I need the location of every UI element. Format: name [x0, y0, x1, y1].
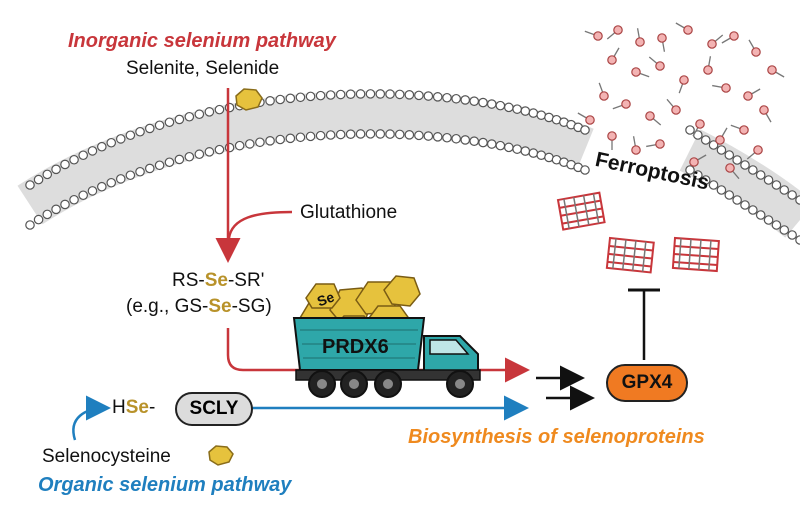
selenotrisulfide-formula: RS-Se-SR'	[172, 270, 265, 291]
selenium-nugget-icon	[235, 88, 263, 111]
selenium-nugget-icon	[208, 445, 234, 466]
inhibition-arrow	[628, 288, 660, 360]
glutathione-label: Glutathione	[300, 202, 398, 223]
inorganic-source-label: Selenite, Selenide	[126, 58, 280, 79]
organic-pathway-title: Organic selenium pathway	[38, 474, 292, 496]
hse-formula: HSe-	[112, 397, 156, 418]
truck-wheels	[308, 370, 474, 398]
glutathione-arrow	[227, 210, 293, 239]
selenocysteine-arrow	[72, 395, 111, 441]
gpx4-badge: GPX4	[606, 364, 688, 402]
lipid-peroxide-fragments	[556, 191, 720, 274]
glutathione-example-formula: (e.g., GS-Se-SG)	[126, 296, 272, 317]
biosynthesis-label: Biosynthesis of selenoproteins	[408, 426, 705, 448]
oxidized-lipids	[577, 22, 785, 180]
prdx6-arrow	[226, 328, 530, 383]
inorganic-pathway-title: Inorganic selenium pathway	[68, 30, 336, 52]
lipid-heads-inner	[25, 129, 800, 245]
truck-icon	[292, 275, 481, 398]
scly-enzyme-badge: SCLY	[175, 392, 253, 426]
selenocysteine-label: Selenocysteine	[42, 446, 171, 467]
prdx6-label: PRDX6	[322, 336, 389, 358]
